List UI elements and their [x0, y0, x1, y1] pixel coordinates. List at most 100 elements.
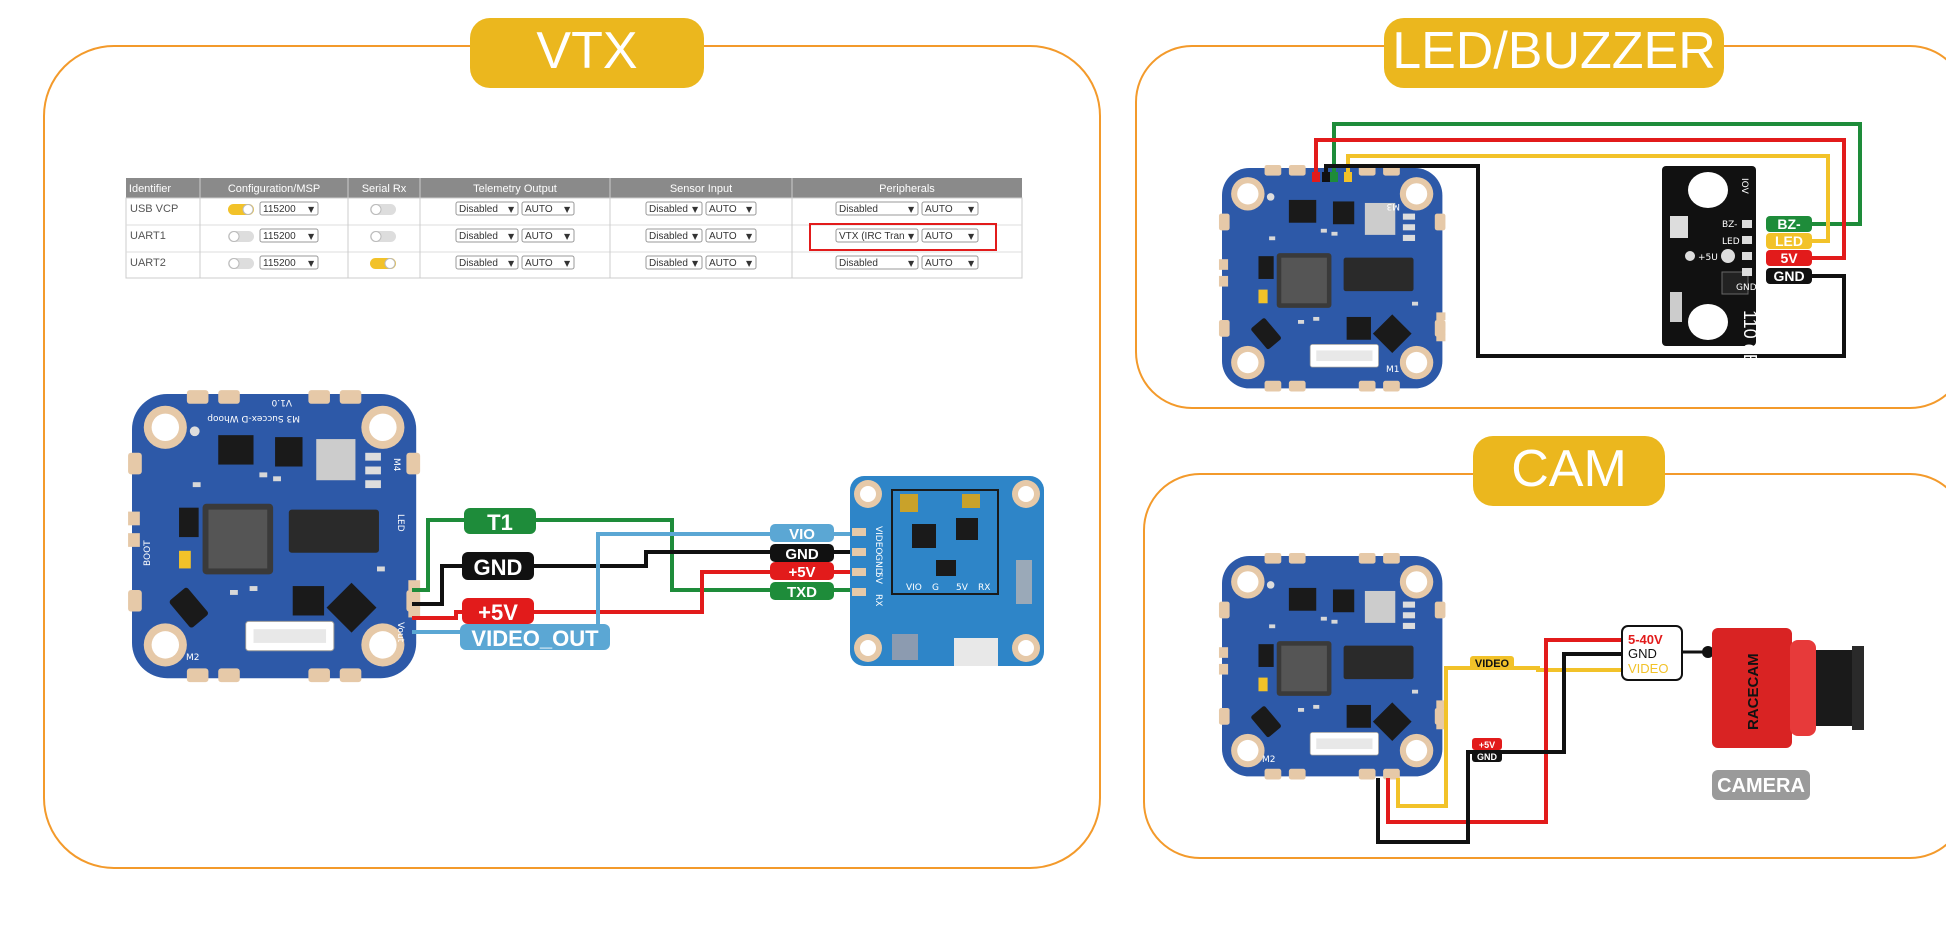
camera: RACECAM	[1712, 628, 1864, 748]
header-identifier: Identifier	[129, 183, 172, 195]
svg-text:LED: LED	[1775, 233, 1803, 249]
camera-label: CAMERA	[1712, 770, 1810, 800]
svg-text:T1: T1	[487, 510, 513, 535]
peripherals-select[interactable]: Disabled▼	[835, 201, 919, 216]
sensor-select-chevron-icon: ▼	[692, 205, 699, 214]
header-telemetry: Telemetry Output	[473, 183, 557, 195]
vtx-side-rx: RX	[978, 583, 990, 593]
msp-toggle[interactable]	[228, 204, 254, 215]
baud-select[interactable]: 115200▼	[259, 201, 319, 216]
telemetry-rate-select-chevron-icon: ▼	[564, 205, 571, 214]
cam-label-video: VIDEO	[1470, 656, 1514, 670]
svg-text:GND: GND	[785, 546, 819, 563]
vtx-fc-board	[127, 389, 421, 683]
sensor-select[interactable]: Disabled▼	[645, 228, 703, 243]
led-module-led: LED	[1722, 237, 1740, 247]
vtx-side-5v: 5V	[956, 583, 969, 593]
sensor-select[interactable]: Disabled▼	[645, 201, 703, 216]
baud-select-chevron-icon: ▼	[308, 232, 315, 241]
vtx-pin-video: VIDEO	[873, 526, 883, 555]
peripherals-rate-select[interactable]: AUTO▼	[921, 201, 979, 216]
led-label-led: LED	[1766, 233, 1812, 249]
cam-board-m2: M2	[1262, 755, 1276, 765]
led-module-5v: +5U	[1698, 253, 1718, 263]
svg-text:5-40V: 5-40V	[1628, 632, 1663, 647]
sensor-rate-select-value: AUTO	[709, 231, 737, 242]
peripherals-rate-select[interactable]: AUTO▼	[921, 228, 979, 243]
svg-text:GND: GND	[1773, 268, 1804, 284]
led-module-bz: BZ-	[1722, 220, 1737, 230]
vtx-label-video-out: VIDEO_OUT	[460, 624, 610, 651]
telemetry-select-chevron-icon: ▼	[508, 205, 515, 214]
peripherals-rate-select-chevron-icon: ▼	[968, 232, 975, 241]
telemetry-select-value: Disabled	[459, 231, 498, 242]
vtx-title-pill	[470, 18, 704, 88]
peripherals-select[interactable]: VTX (IRC Tran▼	[835, 228, 919, 243]
telemetry-rate-select-value: AUTO	[525, 204, 553, 215]
cam-title-pill	[1473, 436, 1665, 506]
serialrx-toggle[interactable]	[370, 231, 396, 242]
vtx-board-m4: M4	[391, 458, 401, 472]
peripherals-select-chevron-icon: ▼	[908, 259, 915, 268]
telemetry-select-chevron-icon: ▼	[508, 259, 515, 268]
svg-text:GND: GND	[1628, 646, 1657, 661]
peripherals-rate-select[interactable]: AUTO▼	[921, 255, 979, 270]
peripherals-select-value: Disabled	[839, 258, 878, 269]
baud-select-value: 115200	[263, 204, 296, 215]
sensor-rate-select[interactable]: AUTO▼	[705, 255, 757, 270]
vtx-label-gnd: GND	[462, 552, 534, 580]
baud-select[interactable]: 115200▼	[259, 228, 319, 243]
sensor-select[interactable]: Disabled▼	[645, 255, 703, 270]
vtx-board-version: V1.0	[271, 397, 292, 407]
telemetry-rate-select[interactable]: AUTO▼	[521, 255, 575, 270]
led-title-pill	[1384, 18, 1724, 88]
vtx-side-g: G	[932, 583, 939, 593]
telemetry-rate-select-chevron-icon: ▼	[564, 259, 571, 268]
sensor-rate-select-value: AUTO	[709, 204, 737, 215]
serialrx-toggle[interactable]	[370, 204, 396, 215]
vtx-label-t1: T1	[464, 508, 536, 535]
led-board-pads	[1312, 172, 1352, 182]
sensor-rate-select-chevron-icon: ▼	[746, 232, 753, 241]
telemetry-select[interactable]: Disabled▼	[455, 228, 519, 243]
telemetry-select[interactable]: Disabled▼	[455, 255, 519, 270]
row-identifier: UART1	[130, 230, 166, 242]
cam-label-gnd: GND	[1472, 750, 1502, 762]
peripherals-rate-select-value: AUTO	[925, 204, 953, 215]
row-identifier: USB VCP	[130, 203, 178, 215]
vtx-board-led: LED	[395, 514, 405, 532]
baud-select[interactable]: 115200▼	[259, 255, 319, 270]
telemetry-rate-select-value: AUTO	[525, 231, 553, 242]
telemetry-rate-select[interactable]: AUTO▼	[521, 228, 575, 243]
telemetry-rate-select[interactable]: AUTO ▼	[521, 201, 575, 216]
serialrx-toggle[interactable]	[370, 258, 396, 269]
msp-toggle[interactable]	[228, 258, 254, 269]
cam-fc-board	[1218, 552, 1446, 780]
led-label-bz: BZ-	[1766, 216, 1812, 232]
telemetry-select[interactable]: Disabled▼	[455, 201, 519, 216]
peripherals-select-value: VTX (IRC Tran	[839, 231, 905, 242]
led-label-gnd: GND	[1766, 268, 1812, 284]
vtx-title: VTX	[536, 22, 637, 80]
sensor-rate-select-value: AUTO	[709, 258, 737, 269]
msp-toggle[interactable]	[228, 231, 254, 242]
svg-text:VIO: VIO	[789, 526, 815, 543]
sensor-rate-select[interactable]: AUTO ▼	[705, 201, 757, 216]
sensor-select-chevron-icon: ▼	[692, 232, 699, 241]
cam-wires	[1376, 638, 1624, 844]
sensor-select-value: Disabled	[649, 258, 688, 269]
svg-text:5V: 5V	[1780, 250, 1798, 266]
vtx-pin-rx: RX	[873, 594, 883, 606]
sensor-rate-select[interactable]: AUTO ▼	[705, 228, 757, 243]
peripherals-select[interactable]: Disabled ▼	[835, 255, 919, 270]
svg-text:CAMERA: CAMERA	[1717, 775, 1805, 797]
peripherals-select-value: Disabled	[839, 204, 878, 215]
led-label-5v: 5V	[1766, 250, 1812, 266]
sensor-rate-select-chevron-icon: ▼	[746, 205, 753, 214]
svg-text:GND: GND	[1477, 752, 1498, 762]
led-wires	[1314, 122, 1862, 358]
svg-text:GND: GND	[474, 555, 523, 580]
